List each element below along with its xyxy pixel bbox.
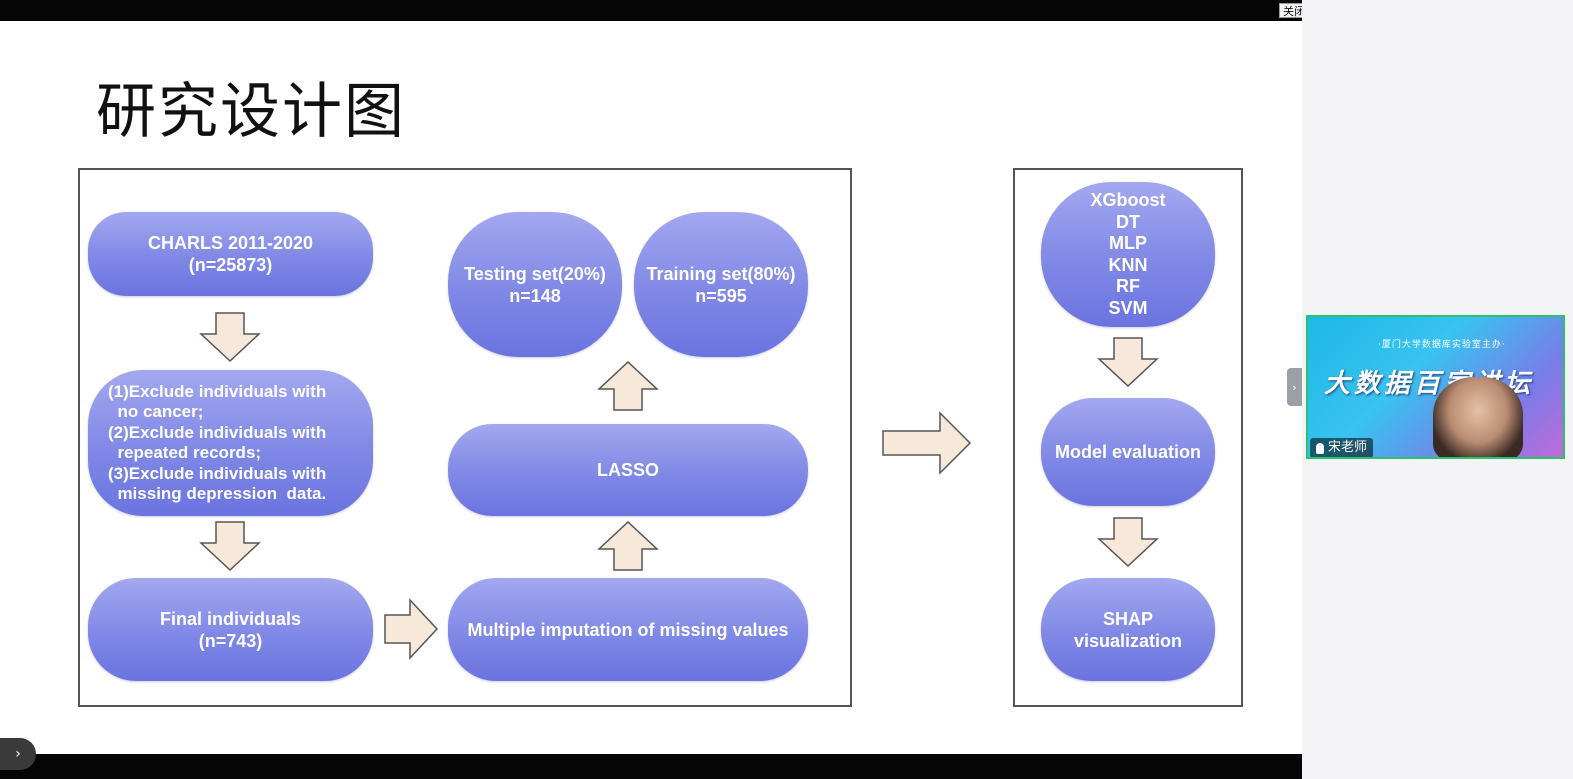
node-line: XGboost bbox=[1090, 190, 1166, 210]
arrow-down-1 bbox=[199, 312, 261, 363]
node-line: missing depression data. bbox=[108, 484, 327, 503]
bottom-bar bbox=[0, 754, 1302, 779]
node-line: Multiple imputation of missing values bbox=[467, 619, 789, 640]
node-training: Training set(80%)n=595 bbox=[634, 212, 808, 357]
expand-toolbar-button[interactable]: › bbox=[0, 738, 36, 770]
node-line: (3)Exclude individuals with bbox=[108, 463, 327, 483]
node-line: Model evaluation bbox=[1054, 442, 1202, 462]
arrow-right-main bbox=[882, 411, 972, 475]
chevron-right-icon: › bbox=[1292, 380, 1297, 394]
node-final: Final individuals(n=743) bbox=[88, 578, 373, 681]
slide-title: 研究设计图 bbox=[96, 77, 406, 147]
arrow-down-2 bbox=[199, 521, 261, 572]
node-line: n=148 bbox=[509, 285, 561, 306]
slide: 研究设计图 CHARLS 2011-2020(n=25873) (1)Exclu… bbox=[0, 21, 1302, 754]
node-line: DT bbox=[1116, 211, 1140, 232]
node-line: SVM bbox=[1108, 297, 1148, 318]
chevron-right-icon: › bbox=[15, 746, 21, 762]
arrow-up-2 bbox=[597, 360, 659, 411]
node-line: no cancer; bbox=[108, 402, 204, 421]
node-line: Final individuals bbox=[159, 608, 302, 629]
speaker-name: 宋老师 bbox=[1328, 440, 1368, 455]
node-line: KNN bbox=[1108, 254, 1148, 275]
arrow-down-4 bbox=[1097, 517, 1159, 568]
node-line: (1)Exclude individuals with bbox=[108, 381, 327, 401]
node-line: Testing set(20%) bbox=[464, 263, 606, 284]
speaker-name-tag: 宋老师 bbox=[1310, 438, 1374, 457]
microphone-icon bbox=[1316, 442, 1324, 454]
node-exclude: (1)Exclude individuals with no cancer;(2… bbox=[88, 370, 373, 516]
node-line: MLP bbox=[1109, 233, 1147, 253]
top-bar bbox=[0, 0, 1302, 21]
node-line: CHARLS 2011-2020 bbox=[147, 233, 314, 253]
video-banner-top: ·厦门大学数据库实验室主办· bbox=[1378, 340, 1506, 350]
arrow-up-1 bbox=[597, 520, 659, 571]
node-line: RF bbox=[1116, 276, 1140, 296]
node-line: (n=743) bbox=[198, 630, 263, 651]
node-line: (n=25873) bbox=[188, 255, 273, 275]
node-testing: Testing set(20%)n=148 bbox=[448, 212, 622, 357]
node-lasso: LASSO bbox=[448, 424, 808, 516]
node-line: visualization bbox=[1073, 630, 1183, 651]
node-line: n=595 bbox=[695, 285, 747, 306]
node-line: LASSO bbox=[596, 460, 659, 480]
node-evaluation: Model evaluation bbox=[1041, 398, 1215, 506]
node-imputation: Multiple imputation of missing values bbox=[448, 578, 808, 681]
node-line: (2)Exclude individuals with bbox=[108, 422, 327, 442]
node-line: repeated records; bbox=[108, 443, 262, 462]
collapse-video-button[interactable]: › bbox=[1287, 368, 1302, 406]
arrow-right-1 bbox=[384, 598, 439, 660]
node-charls: CHARLS 2011-2020(n=25873) bbox=[88, 212, 373, 296]
node-line: SHAP bbox=[1102, 608, 1153, 629]
speaker-video[interactable]: ·厦门大学数据库实验室主办· 大数据百家讲坛 宋老师 bbox=[1306, 315, 1565, 459]
arrow-down-3 bbox=[1097, 337, 1159, 388]
node-line: Training set(80%) bbox=[646, 263, 796, 284]
speaker-avatar bbox=[1433, 377, 1523, 457]
